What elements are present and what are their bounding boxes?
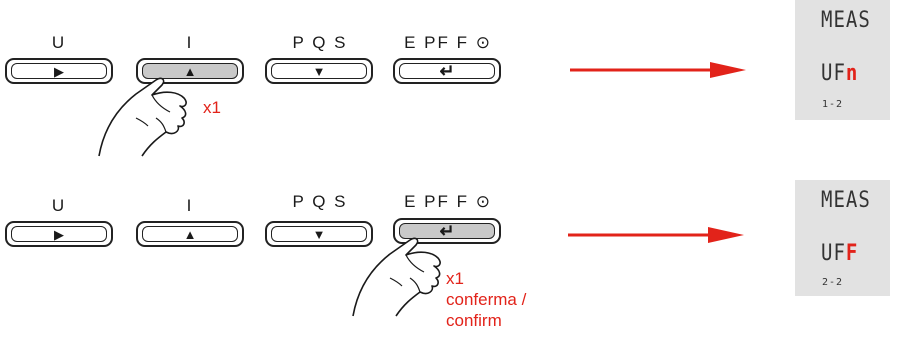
play-icon: ▶: [54, 226, 64, 242]
display-line-1: MEAS: [821, 187, 871, 213]
step1-row: U I P Q S E PF F ⊙ ▶ ▲ ▼ ↵ x1 MEAS UFn 1…: [0, 0, 913, 160]
lcd-display-2: MEAS UFF 2-2: [795, 180, 890, 296]
clock-icon: ⊙: [475, 33, 492, 52]
epff-button[interactable]: ↵: [393, 58, 501, 84]
play-icon: ▶: [54, 63, 64, 79]
down-triangle-icon: ▼: [312, 63, 326, 79]
display-line-1: MEAS: [821, 7, 871, 33]
button-label-u: U: [51, 196, 67, 215]
u-button[interactable]: ▶: [5, 221, 113, 247]
pqs-button[interactable]: ▼: [265, 221, 373, 247]
up-triangle-icon: ▲: [183, 63, 197, 79]
down-triangle-icon: ▼: [312, 226, 326, 242]
step2-row: U I P Q S E PF F ⊙ ▶ ▲ ▼ ↵ x1 conferma /…: [0, 180, 913, 341]
enter-return-icon: ↵: [439, 61, 455, 81]
u-button[interactable]: ▶: [5, 58, 113, 84]
button-label-i: I: [186, 196, 194, 215]
display-line-2: UFn: [821, 60, 859, 86]
button-label-u: U: [51, 33, 67, 52]
display-line-3: 2-2: [822, 277, 844, 288]
button-label-epff: E PF F ⊙: [404, 192, 492, 211]
enter-return-icon: ↵: [439, 221, 455, 241]
lcd-display-1: MEAS UFn 1-2: [795, 0, 890, 120]
pointing-hand-icon: [352, 237, 441, 317]
i-button[interactable]: ▲: [136, 221, 244, 247]
confirm-label: confirm: [446, 311, 502, 330]
conferma-label: conferma /: [446, 290, 527, 309]
button-label-epff: E PF F ⊙: [404, 33, 492, 52]
button-label-pqs: P Q S: [292, 192, 348, 211]
button-label-pqs: P Q S: [292, 33, 348, 52]
pointing-hand-icon: [98, 77, 187, 157]
up-triangle-icon: ▲: [183, 226, 197, 242]
press-count-note: x1: [203, 98, 221, 117]
i-button[interactable]: ▲: [136, 58, 244, 84]
confirm-note: x1 conferma / confirm: [446, 268, 526, 331]
press-count-note: x1: [446, 269, 464, 288]
clock-icon: ⊙: [475, 192, 492, 211]
display-line-2: UFF: [821, 240, 859, 266]
pqs-button[interactable]: ▼: [265, 58, 373, 84]
right-arrow-icon: [568, 227, 744, 243]
right-arrow-icon: [570, 62, 746, 78]
display-line-3: 1-2: [822, 99, 844, 110]
button-label-i: I: [186, 33, 194, 52]
